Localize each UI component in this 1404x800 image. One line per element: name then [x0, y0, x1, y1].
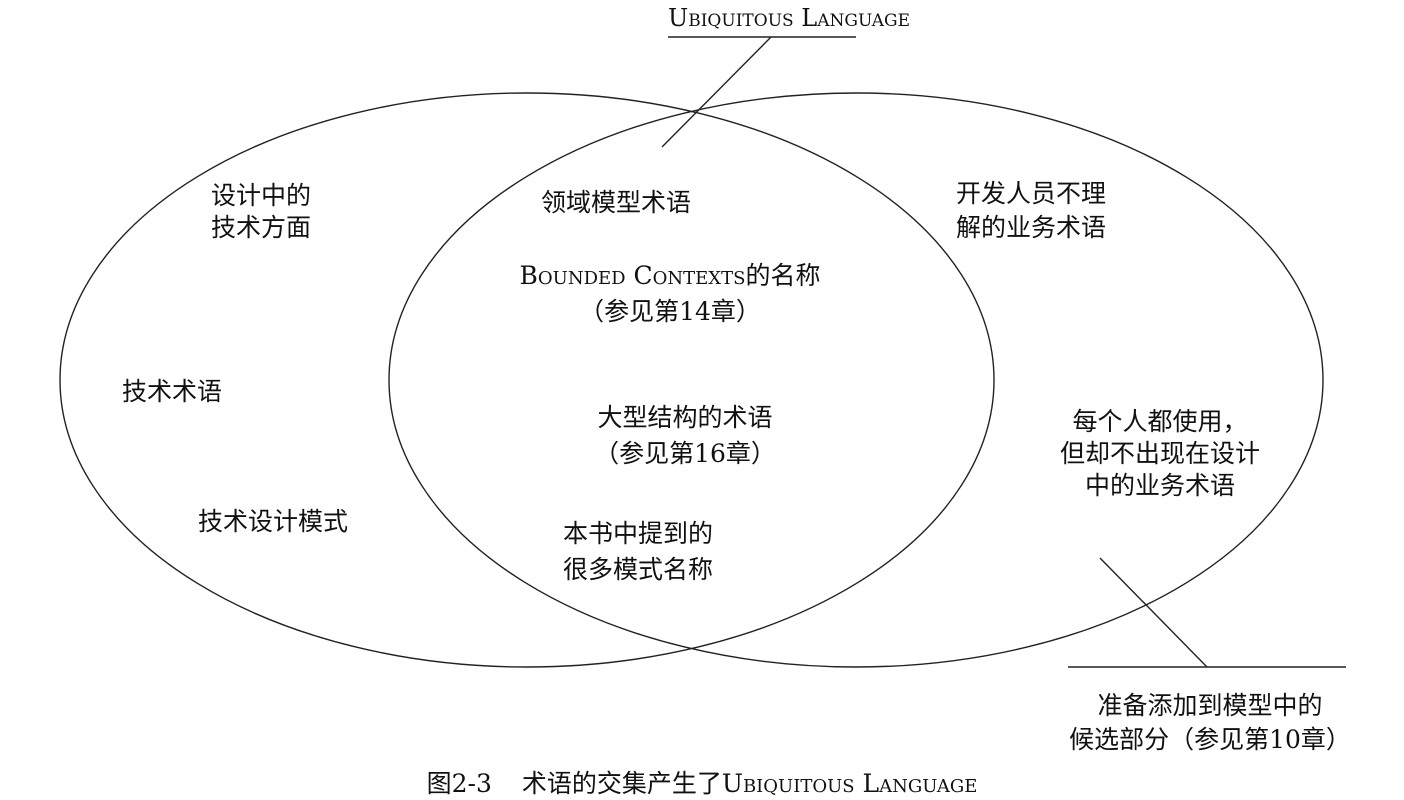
large-structure-line-1: 大型结构的术语	[597, 403, 773, 432]
book-patterns-label: 本书中提到的 很多模式名称	[563, 518, 713, 586]
design-aspects-label: 设计中的 技术方面	[211, 180, 311, 244]
large-structure-line-2: （参见第16章）	[594, 439, 776, 468]
business-terms-label: 开发人员不理 解的业务术语	[956, 178, 1106, 244]
bounded-contexts-ref: （参见第14章）	[579, 297, 761, 326]
business-terms-ellipse	[388, 92, 1324, 668]
caption-ubiquitous-language: Ubiquitous Language	[721, 769, 978, 798]
bounded-contexts-suffix: 的名称	[745, 261, 821, 290]
top-label-ubiquitous-language: Ubiquitous Language	[668, 4, 911, 32]
candidate-parts-line-1: 准备添加到模型中的	[1097, 691, 1323, 720]
bottom-note-leader-line	[1099, 557, 1208, 668]
caption-number: 图2-3	[426, 769, 492, 798]
large-structure-label: 大型结构的术语 （参见第16章）	[535, 402, 835, 470]
design-aspects-line-2: 技术方面	[211, 213, 312, 242]
bounded-contexts-term: Bounded Contexts	[519, 261, 746, 290]
everyone-uses-label: 每个人都使用， 但却不出现在设计 中的业务术语	[1040, 406, 1280, 502]
top-label-leader-line	[661, 36, 772, 148]
bounded-contexts-label: Bounded Contexts的名称 （参见第14章）	[470, 260, 870, 328]
business-terms-line-2: 解的业务术语	[956, 213, 1107, 242]
design-aspects-line-1: 设计中的	[211, 181, 312, 210]
candidate-parts-note: 准备添加到模型中的 候选部分（参见第10章）	[1060, 690, 1360, 756]
bounded-contexts-line-1: Bounded Contexts的名称	[470, 260, 870, 292]
tech-terms-label: 技术术语	[122, 377, 223, 406]
figure-caption: 图2-3 术语的交集产生了Ubiquitous Language	[0, 768, 1404, 800]
domain-model-terms-label: 领域模型术语	[541, 188, 692, 217]
technical-terms-ellipse	[59, 92, 995, 668]
book-patterns-line-2: 很多模式名称	[563, 555, 714, 584]
tech-design-patterns-label: 技术设计模式	[198, 507, 349, 536]
everyone-uses-line-1: 每个人都使用，	[1072, 407, 1248, 436]
everyone-uses-line-2: 但却不出现在设计	[1059, 439, 1260, 468]
everyone-uses-line-3: 中的业务术语	[1084, 471, 1235, 500]
book-patterns-line-1: 本书中提到的	[563, 519, 714, 548]
caption-text: 术语的交集产生了	[521, 769, 722, 798]
business-terms-line-1: 开发人员不理	[956, 179, 1107, 208]
candidate-parts-line-2: 候选部分（参见第10章）	[1069, 725, 1351, 754]
